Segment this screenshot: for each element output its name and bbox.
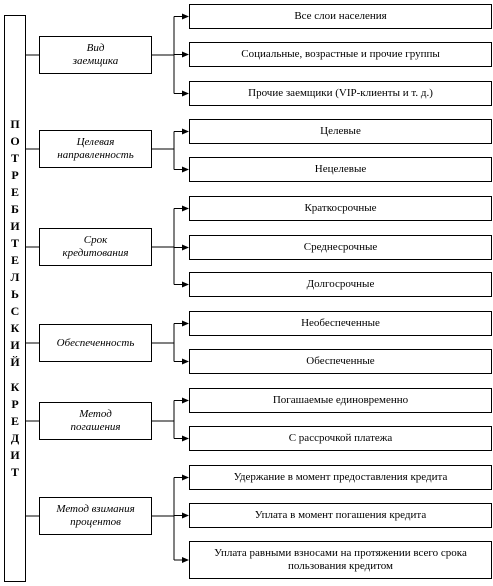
item-all-population: Все слои населения xyxy=(189,4,492,29)
item-targeted: Целевые xyxy=(189,119,492,144)
root-letter: И xyxy=(10,338,20,352)
root-letter: Р xyxy=(11,168,19,182)
item-installments: С рассрочкой платежа xyxy=(189,426,492,451)
root-letter: Т xyxy=(10,236,19,250)
item-equal-installments: Уплата равными взносами на протяжении вс… xyxy=(189,541,492,579)
category-borrower-type: Вид заемщика xyxy=(39,36,152,74)
item-social-groups: Социальные, возрастные и прочие группы xyxy=(189,42,492,67)
root-letter: Т xyxy=(10,151,19,165)
root-letter: Е xyxy=(10,414,19,428)
root-letter: П xyxy=(10,117,20,131)
root-letter: И xyxy=(10,448,20,462)
item-secured: Обеспеченные xyxy=(189,349,492,374)
category-purpose: Целевая направленность xyxy=(39,130,152,168)
item-short-term: Краткосрочные xyxy=(189,196,492,221)
item-unsecured: Необеспеченные xyxy=(189,311,492,336)
category-term: Срок кредитования xyxy=(39,228,152,266)
root-letter: С xyxy=(10,304,20,318)
item-lump-sum: Погашаемые единовременно xyxy=(189,388,492,413)
root-letter: Р xyxy=(11,397,19,411)
category-collateral: Обеспеченность xyxy=(39,324,152,362)
root-letter: Й xyxy=(10,355,20,369)
root-letter: Е xyxy=(10,185,19,199)
root-letter: И xyxy=(10,219,20,233)
root-letter: Д xyxy=(10,431,20,445)
root-letter: Е xyxy=(10,253,19,267)
item-deduction-at-issue: Удержание в момент предоставления кредит… xyxy=(189,465,492,490)
root-letter: Б xyxy=(11,202,19,216)
root-letter: К xyxy=(10,321,20,335)
item-payment-at-maturity: Уплата в момент погашения кредита xyxy=(189,503,492,528)
item-long-term: Долгосрочные xyxy=(189,272,492,297)
root-letter: К xyxy=(10,380,20,394)
root-letter: Ь xyxy=(11,287,19,301)
root-letter: Т xyxy=(10,465,19,479)
root-letter: О xyxy=(10,134,20,148)
category-interest-method: Метод взимания процентов xyxy=(39,497,152,535)
item-other-borrowers: Прочие заемщики (VIP-клиенты и т. д.) xyxy=(189,81,492,106)
root-letter: Л xyxy=(10,270,20,284)
item-medium-term: Среднесрочные xyxy=(189,235,492,260)
item-non-targeted: Нецелевые xyxy=(189,157,492,182)
category-repayment-method: Метод погашения xyxy=(39,402,152,440)
